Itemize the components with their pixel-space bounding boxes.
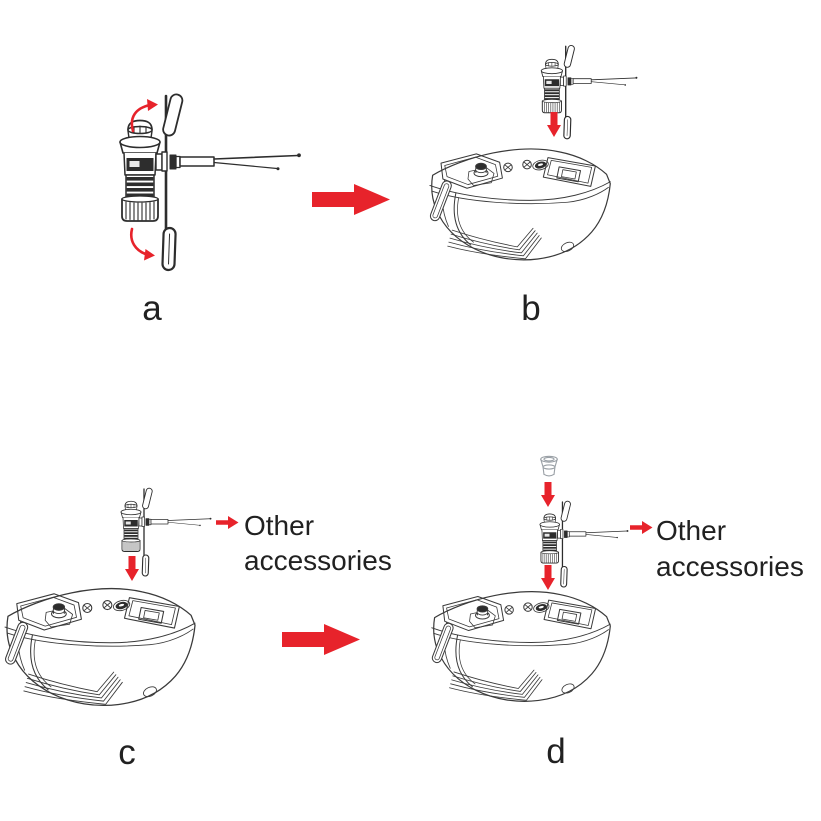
panel-a: a [118,92,302,328]
insert-arrow-icon [541,565,555,590]
device-illustration [3,587,196,707]
insert-arrow-icon [125,556,139,581]
rotate-arrow-top-icon [130,99,158,133]
insert-arrow-icon [541,482,555,507]
callout-arrow-icon [630,521,653,534]
cap-illustration [540,455,558,477]
step-label-c: c [118,733,136,772]
step-label-a: a [142,289,162,328]
sensor-illustration [118,92,302,272]
callout-other: Other [244,510,314,541]
step-label-b: b [521,289,540,328]
callout-accessories: accessories [244,545,392,576]
callout-arrow-icon [216,516,239,529]
step-label-d: d [546,732,565,771]
callout-other: Other [656,515,726,546]
panel-d: Other accessories d [430,455,804,771]
device-illustration [428,148,611,261]
proceed-arrow-icon [282,624,360,655]
insert-arrow-icon [547,112,561,137]
callout-accessories: accessories [656,551,804,582]
proceed-arrow-icon [312,184,390,215]
panel-b: b [428,44,638,328]
rotate-arrow-bottom-icon [130,227,155,261]
panel-c: Other accessories c [3,487,392,772]
sensor-illustration [539,500,629,588]
device-illustration [430,591,611,702]
